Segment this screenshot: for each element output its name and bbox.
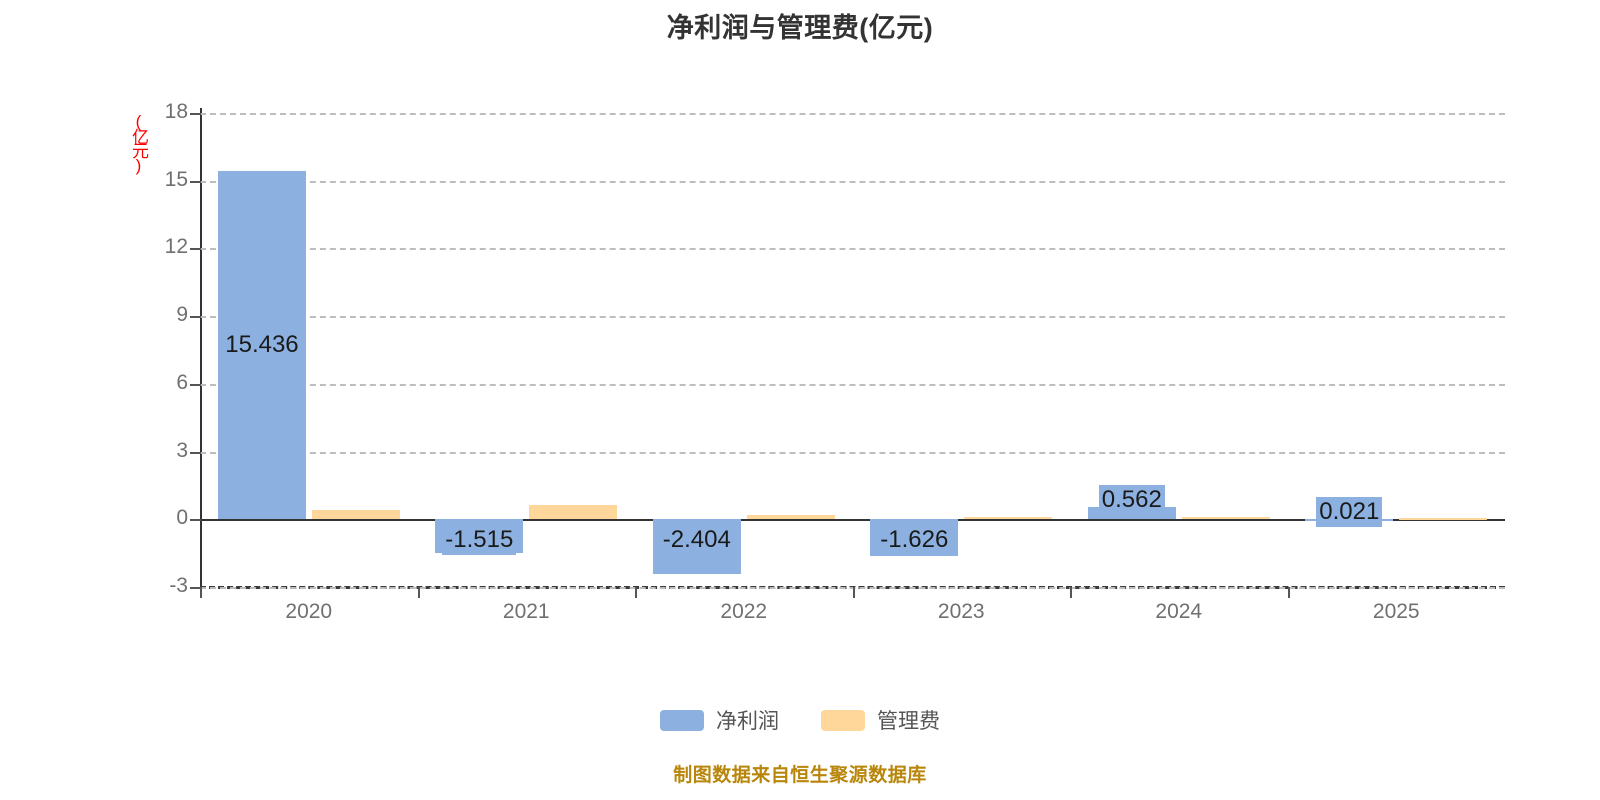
y-tick-label: 0 xyxy=(176,506,188,530)
y-axis-unit-label: (亿元) xyxy=(129,112,148,172)
bar-管理费-2021[interactable] xyxy=(529,505,618,520)
gridline-18 xyxy=(200,113,1505,115)
y-axis-line xyxy=(200,108,202,592)
gridline-12 xyxy=(200,248,1505,251)
x-tick-mark xyxy=(852,587,855,598)
bar-value-label-2024: 0.562 xyxy=(1098,484,1165,515)
legend-item-净利润[interactable]: 净利润 xyxy=(660,705,779,735)
gridline-0 xyxy=(200,519,1505,522)
chart-legend: 净利润 管理费 xyxy=(0,705,1600,735)
legend-swatch-icon xyxy=(660,709,704,731)
x-tick-mark xyxy=(200,587,202,598)
gridline-3 xyxy=(200,451,1505,454)
x-tick-label-2020: 2020 xyxy=(285,600,333,623)
source-note: 制图数据来自恒生聚源数据库 xyxy=(673,765,927,786)
x-tick-label-2022: 2022 xyxy=(720,600,768,623)
y-tick-mark xyxy=(190,248,201,251)
page-title: 净利润与管理费(亿元) xyxy=(666,13,934,43)
x-tick-mark xyxy=(635,587,637,598)
bar-管理费-2023[interactable] xyxy=(964,517,1053,520)
x-tick-mark xyxy=(1070,587,1072,598)
legend-swatch-icon xyxy=(821,709,865,731)
y-tick-label: 15 xyxy=(164,167,188,191)
y-tick-mark xyxy=(190,316,201,319)
bar-管理费-2025[interactable] xyxy=(1399,517,1488,520)
bar-管理费-2020[interactable] xyxy=(311,510,400,520)
y-tick-mark xyxy=(190,180,201,183)
legend-label: 净利润 xyxy=(716,710,779,733)
y-tick-label: -3 xyxy=(169,574,188,597)
x-tick-mark xyxy=(1287,587,1290,598)
bar-value-label-2023: -1.626 xyxy=(877,525,952,556)
y-tick-mark xyxy=(190,113,201,115)
x-tick-label-2021: 2021 xyxy=(502,600,550,623)
y-tick-mark xyxy=(190,587,201,589)
gridline-15 xyxy=(200,180,1505,183)
gridline-9 xyxy=(200,316,1505,319)
y-tick-label: 18 xyxy=(164,100,188,123)
y-tick-mark xyxy=(190,451,201,454)
bar-管理费-2024[interactable] xyxy=(1181,517,1270,520)
y-tick-label: 9 xyxy=(176,303,188,327)
y-tick-label: 6 xyxy=(176,370,188,394)
bar-value-label-2025: 0.021 xyxy=(1316,496,1383,527)
y-tick-label: 12 xyxy=(164,235,188,259)
x-tick-label-2024: 2024 xyxy=(1155,600,1203,623)
legend-item-管理费[interactable]: 管理费 xyxy=(821,705,940,735)
y-tick-label: 3 xyxy=(176,438,188,462)
bar-管理费-2022[interactable] xyxy=(746,515,835,520)
x-tick-label-2023: 2023 xyxy=(937,600,985,623)
x-tick-mark xyxy=(417,587,420,598)
legend-label: 管理费 xyxy=(877,710,940,733)
bar-value-label-2020: 15.436 xyxy=(222,329,302,360)
bar-value-label-2021: -1.515 xyxy=(442,525,517,556)
gridline-6 xyxy=(200,383,1505,386)
y-tick-mark xyxy=(190,383,201,386)
bar-value-label-2022: -2.404 xyxy=(659,525,734,556)
x-tick-label-2025: 2025 xyxy=(1372,600,1420,623)
y-tick-mark xyxy=(190,519,201,522)
